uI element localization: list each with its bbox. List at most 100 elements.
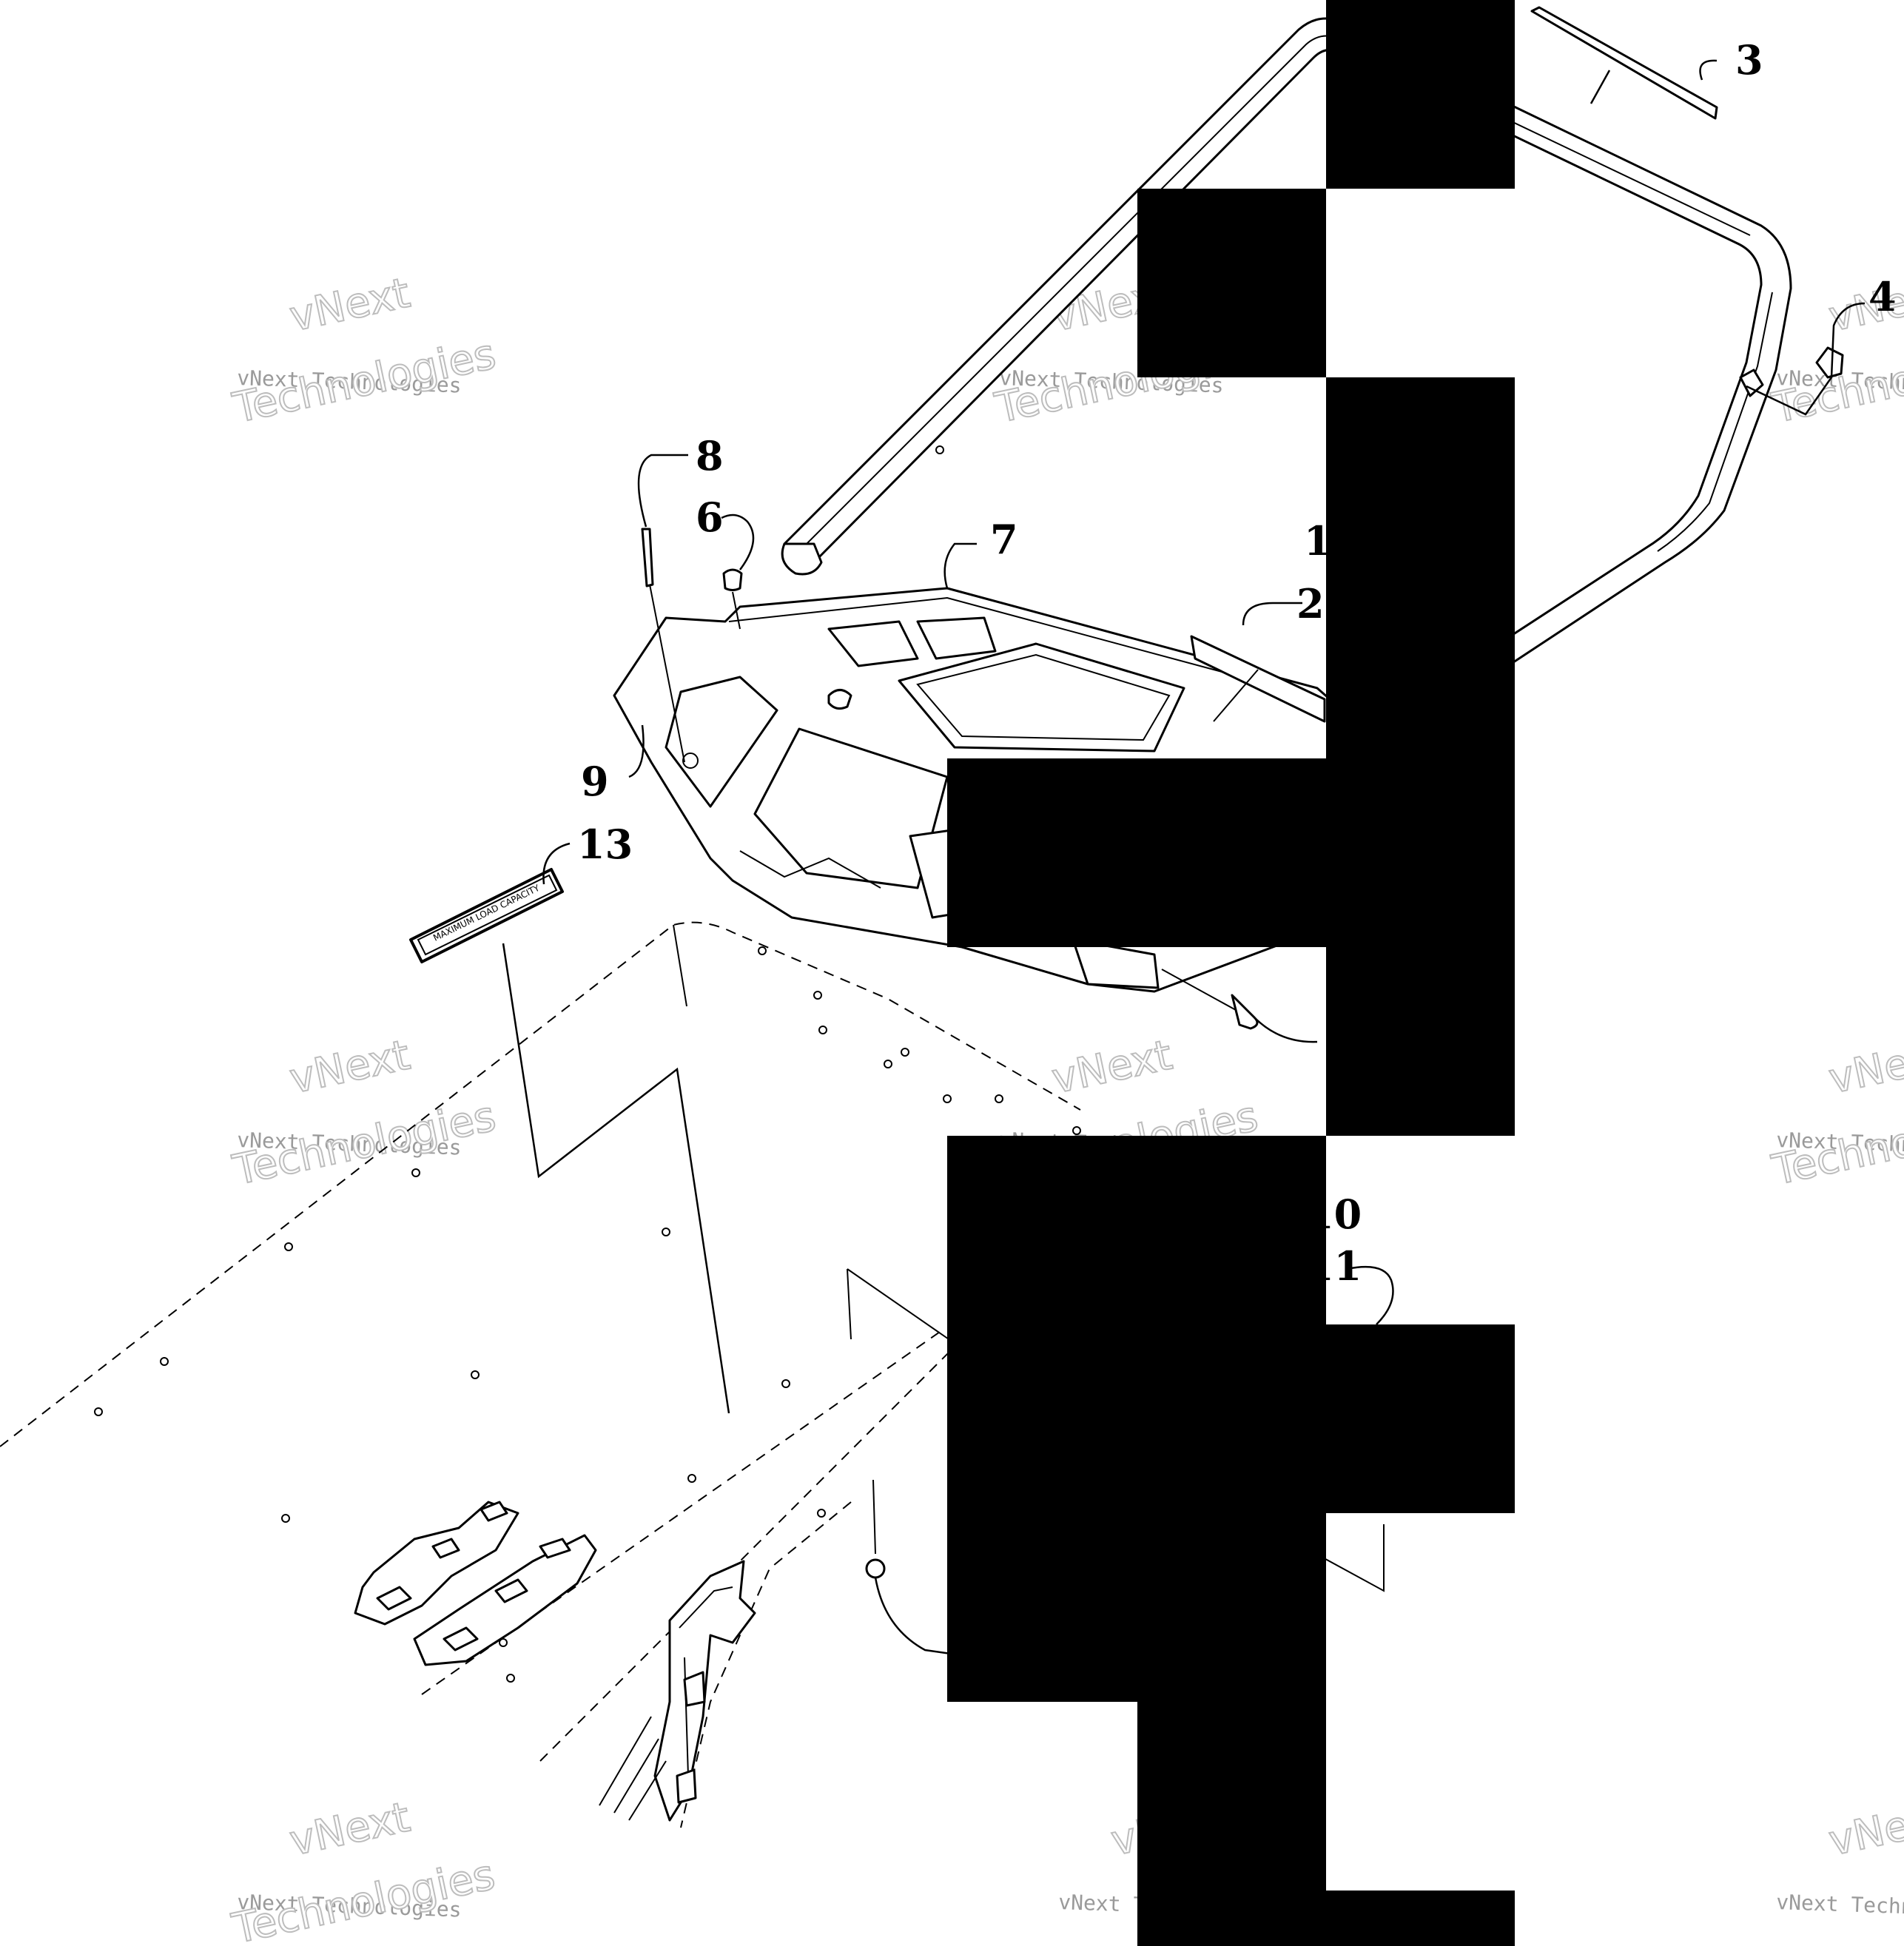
pin-8-rod [649, 584, 685, 763]
leader-bottom-bolt [874, 1577, 952, 1655]
bed-hole [94, 1407, 103, 1416]
watermark-outline-bottom: Technologies [229, 1092, 499, 1195]
frame-hole [935, 445, 944, 454]
roll-bar-tube [783, 17, 1792, 671]
bed-outline-left [0, 921, 1081, 1447]
rack-mount-hole [682, 753, 699, 769]
bed-hole [995, 1094, 1003, 1103]
seat-pad-right-slot3 [539, 1538, 571, 1559]
seat-pad-left-slot2 [431, 1538, 460, 1559]
watermark-outline-bottom: Technologies [229, 330, 499, 433]
watermark-outline-top: vNext [286, 1794, 414, 1866]
leader-4 [1746, 302, 1866, 416]
leader-3 [1590, 59, 1718, 104]
seat-pad-right-slot [443, 1626, 479, 1652]
side-panel-latch-1 [683, 1671, 706, 1707]
redaction-block [1326, 1324, 1515, 1513]
bed-hole [813, 991, 822, 1000]
bed-holes [94, 946, 1081, 1683]
rack-window-2 [916, 616, 997, 660]
strap-2 [1190, 635, 1326, 723]
decal-text: MAXIMUM LOAD CAPACITY [431, 883, 542, 943]
callout-8: 8 [696, 432, 724, 479]
watermark-top-left: vNext vNext Technologies Technologies [228, 269, 500, 434]
bed-hole [471, 1370, 480, 1379]
redaction-block [1326, 377, 1515, 1136]
roll-bar-edge-lower [1657, 292, 1773, 552]
redaction-block [1137, 1702, 1326, 1946]
rack-floor-ridge [739, 850, 881, 889]
callout-7: 7 [990, 516, 1018, 563]
pin-8 [641, 528, 654, 587]
watermark-bottom-left: vNext vNext Technologies Technologies [227, 1793, 499, 1946]
callout-13: 13 [577, 821, 633, 868]
watermark-bottom-right: vNext vNext Technologies [1776, 1793, 1904, 1922]
bolt-rear [1231, 994, 1259, 1030]
rack-rear-tab [1072, 938, 1160, 989]
leader-8 [637, 454, 688, 528]
leaders [542, 454, 1394, 1655]
decal-leader [502, 943, 730, 1414]
bed-hole [411, 1168, 420, 1177]
bolt-6-head [722, 568, 743, 591]
bed-hole [281, 1514, 290, 1523]
redaction-block [1326, 0, 1515, 189]
bed-lower-fan [680, 1501, 852, 1828]
bed-hole [662, 1228, 670, 1236]
bed-hole [687, 1474, 696, 1483]
bolt-bottom-shank [872, 1479, 876, 1555]
side-panel-latch-2 [676, 1768, 697, 1804]
leader-13 [542, 842, 571, 885]
bed-hole [943, 1094, 952, 1103]
redaction-block [947, 758, 1326, 947]
redaction-block [1137, 189, 1326, 377]
rack-window-1 [827, 620, 919, 667]
roll-bar-frame [781, 6, 1866, 671]
rack-cavity-main [753, 727, 949, 889]
leader-2 [1242, 602, 1302, 626]
bed-hole [160, 1357, 169, 1366]
leader-7 [943, 542, 977, 589]
bed-hole [758, 946, 767, 955]
watermark-outline-top: vNext [1825, 1794, 1904, 1866]
bed-hole [884, 1060, 892, 1068]
seat-pads [354, 1501, 597, 1666]
bolt-6-shank [732, 591, 741, 630]
side-panel-lower [599, 1560, 756, 1822]
bed-hole [284, 1242, 293, 1251]
watermark-text: vNext Technologies [1776, 1890, 1904, 1922]
leader-11 [1346, 1265, 1394, 1325]
bed-outline-lower [539, 1316, 985, 1762]
leader-6 [721, 514, 755, 570]
callout-2: 2 [1296, 580, 1325, 627]
leader-9 [628, 724, 645, 778]
bolt-bottom-head [865, 1558, 886, 1579]
callout-4: 4 [1868, 273, 1897, 320]
watermark-outline-bottom: Technologies [228, 1851, 499, 1946]
decal-plate [409, 868, 564, 963]
bed-drop-line [673, 924, 687, 1007]
side-panel-hatching [599, 1716, 667, 1821]
redaction-block [1326, 1891, 1515, 1946]
side-panel-edge [679, 1586, 733, 1777]
redaction-block [947, 1136, 1326, 1702]
bed-hole [781, 1379, 790, 1388]
rack-cavity-left [665, 676, 778, 808]
redaction-blocks [947, 0, 1515, 1946]
watermark-outline-top: vNext [286, 269, 414, 342]
seat-pad-left-slot [376, 1586, 412, 1611]
watermark-outline-top: vNext [1048, 1031, 1177, 1104]
bolt-rear-shank [1161, 969, 1237, 1011]
watermark-outline-bottom: Technologies [1768, 1092, 1904, 1195]
rack-window-3-inner [916, 653, 1171, 741]
watermark-outline-bottom: Technologies [1768, 330, 1904, 433]
seat-pad-left-slot3 [480, 1501, 508, 1522]
callout-labels: 1 2 3 4 6 7 8 9 10 11 13 [577, 36, 1897, 1290]
frame-end-cap [1739, 368, 1764, 397]
bed-hole [1072, 1126, 1081, 1135]
trim-strip [1530, 6, 1718, 120]
watermark-outline-top: vNext [286, 1031, 414, 1104]
callout-9: 9 [581, 758, 609, 805]
watermark-mid-left: vNext vNext Technologies Technologies [228, 1031, 500, 1196]
